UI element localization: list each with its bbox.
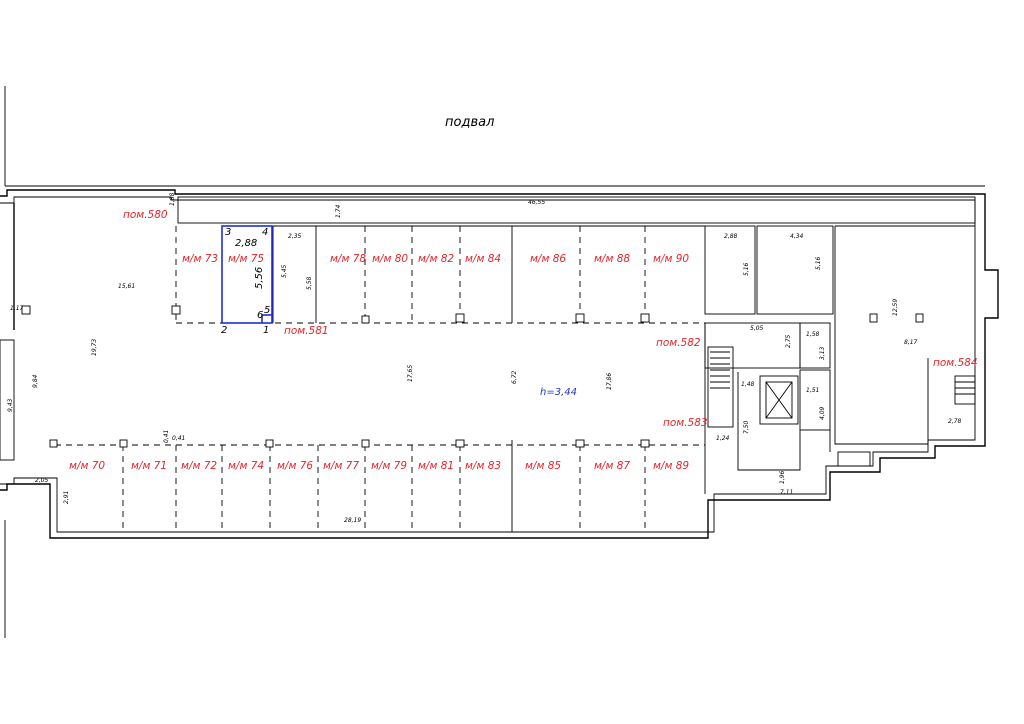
parking-label[interactable]: м/м 83 (465, 460, 501, 472)
core-lower (737, 372, 801, 471)
parking-label[interactable]: м/м 81 (418, 460, 454, 472)
dimension: 2,91 (63, 491, 70, 504)
dimension: 4,34 (790, 233, 804, 240)
small-room (799, 369, 831, 431)
room-label-581[interactable]: пом.581 (284, 325, 329, 337)
room-label-583[interactable]: пом.583 (663, 417, 708, 429)
dimension: 5,16 (743, 262, 750, 276)
room584-wall (834, 226, 928, 445)
parking-label[interactable]: м/м 88 (594, 253, 630, 265)
parking-label[interactable]: м/м 86 (530, 253, 566, 265)
dimension: 12,59 (892, 299, 899, 316)
dimension: 9,43 (7, 398, 14, 412)
storage-room (756, 225, 834, 315)
dimension: 7,11 (780, 489, 793, 496)
dimension: 17,65 (407, 365, 414, 382)
parking-label[interactable]: м/м 84 (465, 253, 501, 265)
corner-point-4: 4 (262, 227, 268, 238)
dimension: 1,51 (806, 387, 819, 394)
dimension: 1,74 (335, 204, 342, 218)
storage-room (704, 225, 756, 315)
top-corridor (177, 196, 976, 224)
room-label-580[interactable]: пом.580 (123, 209, 168, 221)
stair-treads (710, 351, 730, 389)
dimension: 5,58 (306, 276, 313, 290)
dimension: 2,78 (948, 418, 962, 425)
dimension: 1,48 (741, 381, 755, 388)
small-room (799, 322, 831, 369)
dimension: 1,96 (779, 470, 786, 484)
dimension: 1,24 (716, 435, 730, 442)
corner-point-2: 2 (221, 325, 227, 336)
dimension: 1,88 (169, 192, 176, 206)
parking-label[interactable]: м/м 75 (228, 253, 264, 265)
lift-cross (765, 381, 793, 419)
dimension: 5,05 (750, 325, 764, 332)
dimension: 5,16 (815, 256, 822, 270)
parking-label[interactable]: м/м 74 (228, 460, 264, 472)
dimension: 7,50 (743, 420, 750, 434)
ceiling-height: h=3,44 (540, 387, 577, 398)
lift-car (765, 381, 793, 419)
parking-label[interactable]: м/м 72 (181, 460, 217, 472)
room-label-582[interactable]: пом.582 (656, 337, 701, 349)
corner-point-5: 5 (264, 305, 270, 316)
parking-label[interactable]: м/м 71 (131, 460, 167, 472)
parking-label[interactable]: м/м 70 (69, 460, 105, 472)
left-shaft (0, 339, 15, 461)
dimension: 0,41 (172, 435, 185, 442)
stair-area (707, 346, 734, 428)
parking-label[interactable]: м/м 73 (182, 253, 218, 265)
dimension: 2,75 (785, 334, 792, 348)
dimension: 15,61 (118, 283, 135, 290)
dimension: 4,09 (819, 406, 826, 420)
dimension: 17,86 (606, 373, 613, 390)
parking-label[interactable]: м/м 87 (594, 460, 630, 472)
outer-wall (0, 189, 999, 539)
selected-space-width: 2,88 (235, 238, 257, 249)
room-label-584[interactable]: пом.584 (933, 357, 978, 369)
parking-label[interactable]: м/м 82 (418, 253, 454, 265)
corner-point-3: 3 (225, 227, 231, 238)
parking-label[interactable]: м/м 78 (330, 253, 366, 265)
dimension: 1,58 (806, 331, 820, 338)
columns (21, 305, 924, 448)
lift-shaft-outer (759, 375, 799, 425)
dimension: 5,45 (281, 264, 288, 278)
parking-label[interactable]: м/м 79 (371, 460, 407, 472)
parking-label[interactable]: м/м 85 (525, 460, 561, 472)
parking-label[interactable]: м/м 90 (653, 253, 689, 265)
window-box (837, 451, 871, 467)
dimension: 0,41 (163, 430, 170, 443)
corner-point-1: 1 (263, 325, 269, 336)
stair-right (954, 375, 976, 405)
selected-parking-space[interactable] (221, 225, 273, 324)
inner-wall-outline (0, 196, 976, 533)
dimension: 3,13 (819, 346, 826, 360)
dimension: 2,35 (288, 233, 302, 240)
parking-label[interactable]: м/м 77 (323, 460, 359, 472)
plan-title: подвал (445, 115, 494, 130)
dimension: 19,73 (91, 339, 98, 356)
dimension: 1,17 (10, 305, 24, 312)
selected-space-length: 5,56 (254, 267, 265, 289)
dimension: 46,55 (528, 199, 545, 206)
dimension: 6,72 (511, 370, 518, 384)
dimension: 2,88 (724, 233, 738, 240)
dimension: 2,05 (35, 477, 49, 484)
dimension: 28,19 (344, 517, 361, 524)
parking-label[interactable]: м/м 76 (277, 460, 313, 472)
parking-label[interactable]: м/м 80 (372, 253, 408, 265)
dimension: 9,84 (32, 374, 39, 388)
corner-point-6: 6 (257, 310, 263, 321)
parking-label[interactable]: м/м 89 (653, 460, 689, 472)
dimension: 8,17 (904, 339, 918, 346)
